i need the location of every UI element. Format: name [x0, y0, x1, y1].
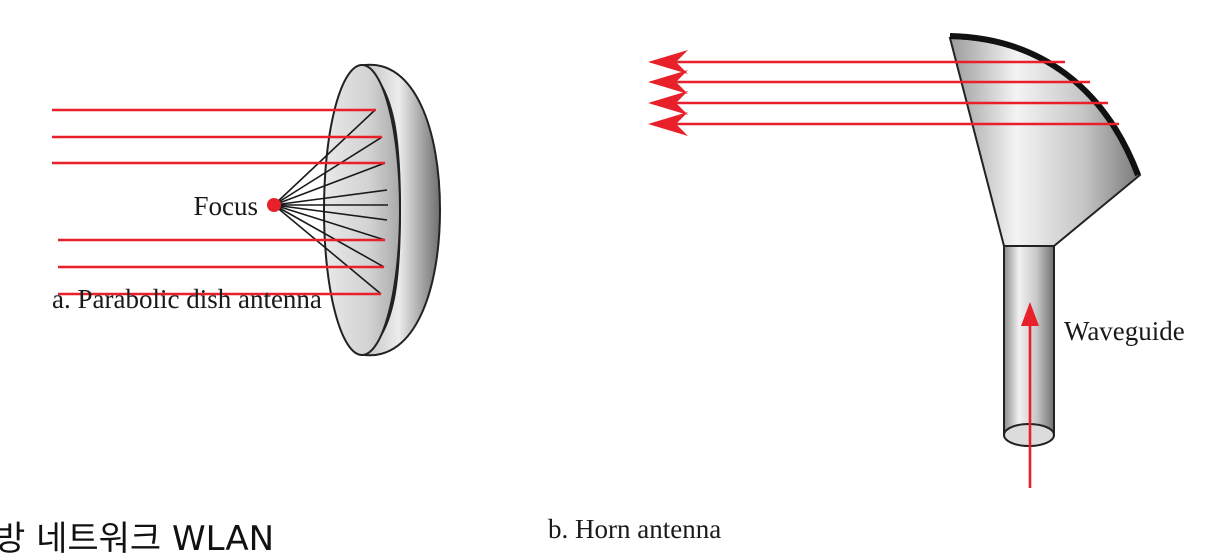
horn-flare — [948, 36, 1142, 247]
reflection-line — [273, 204, 388, 221]
outgoing-arrowheads — [648, 50, 688, 136]
horn-caption: b. Horn antenna — [548, 514, 721, 544]
incoming-rays — [52, 108, 385, 296]
reflection-line — [273, 162, 386, 206]
horn-antenna-group: Waveguide b. Horn antenna — [548, 33, 1185, 544]
parabolic-dish-group: Focus a. Parabolic dish antenna — [52, 63, 442, 357]
footer-text: 방 네트워크 WLAN — [0, 519, 275, 559]
reflection-line — [273, 204, 386, 241]
reflection-line — [273, 136, 383, 206]
outgoing-rays — [660, 60, 1119, 126]
reflection-line — [273, 204, 382, 295]
ray-arrow-head — [648, 91, 688, 115]
ray-arrow-head — [648, 70, 688, 94]
dish-inner-surface — [323, 64, 401, 356]
reflection-line — [273, 204, 385, 268]
reflection-line — [273, 109, 376, 206]
focus-point — [267, 198, 281, 212]
waveguide-arrow-head — [1021, 302, 1039, 326]
parabolic-caption: a. Parabolic dish antenna — [52, 284, 322, 314]
reflection-lines — [273, 109, 388, 295]
ray-arrow-head — [648, 112, 688, 136]
reflection-line — [273, 189, 388, 206]
ray-arrow-head — [648, 50, 688, 74]
waveguide-label: Waveguide — [1064, 316, 1185, 346]
focus-label: Focus — [193, 191, 258, 221]
horn-aperture — [949, 33, 1141, 177]
